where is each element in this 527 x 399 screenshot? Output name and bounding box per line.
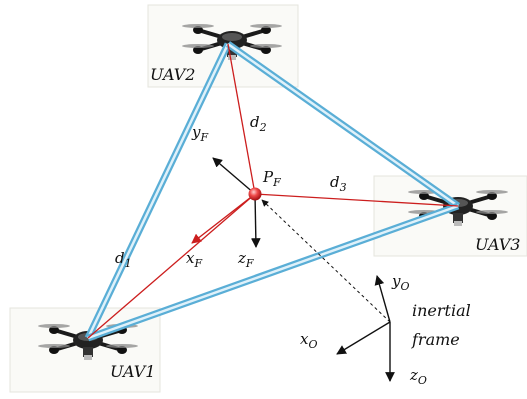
inertial-frame-caption-line2: frame [411, 330, 460, 349]
formation-x-label: xF [186, 249, 202, 270]
uav3-frame [373, 175, 527, 257]
distance-label-d3: d3 [330, 173, 347, 194]
formation-y-label: yF [191, 123, 208, 144]
distance-line-d1 [87, 193, 256, 339]
inertial-x-label: xO [300, 330, 318, 351]
inertial-frame-caption-line1: inertial [412, 301, 471, 320]
distance-label-d1: d1 [115, 249, 132, 270]
distance-line-d3 [254, 193, 459, 207]
position-vector [261, 199, 391, 323]
formation-center-label: PF [262, 168, 281, 189]
inertial-y-label: yO [391, 272, 410, 293]
distance-label-d2: d2 [250, 113, 267, 134]
distance-line-d2 [227, 43, 256, 195]
uav3-label: UAV3 [475, 235, 520, 254]
formation-z-axis [250, 193, 261, 248]
uav2-label: UAV2 [150, 65, 195, 84]
formation-links [84, 41, 461, 342]
formation-x-axis [191, 193, 256, 244]
formation-y-axis [212, 157, 256, 195]
inertial-y-axis [374, 275, 391, 323]
formation-center-marker [248, 187, 262, 201]
uav1-label: UAV1 [110, 362, 155, 381]
inertial-z-label: zO [409, 366, 427, 387]
inertial-x-axis [336, 321, 391, 355]
formation-z-label: zF [237, 249, 254, 270]
